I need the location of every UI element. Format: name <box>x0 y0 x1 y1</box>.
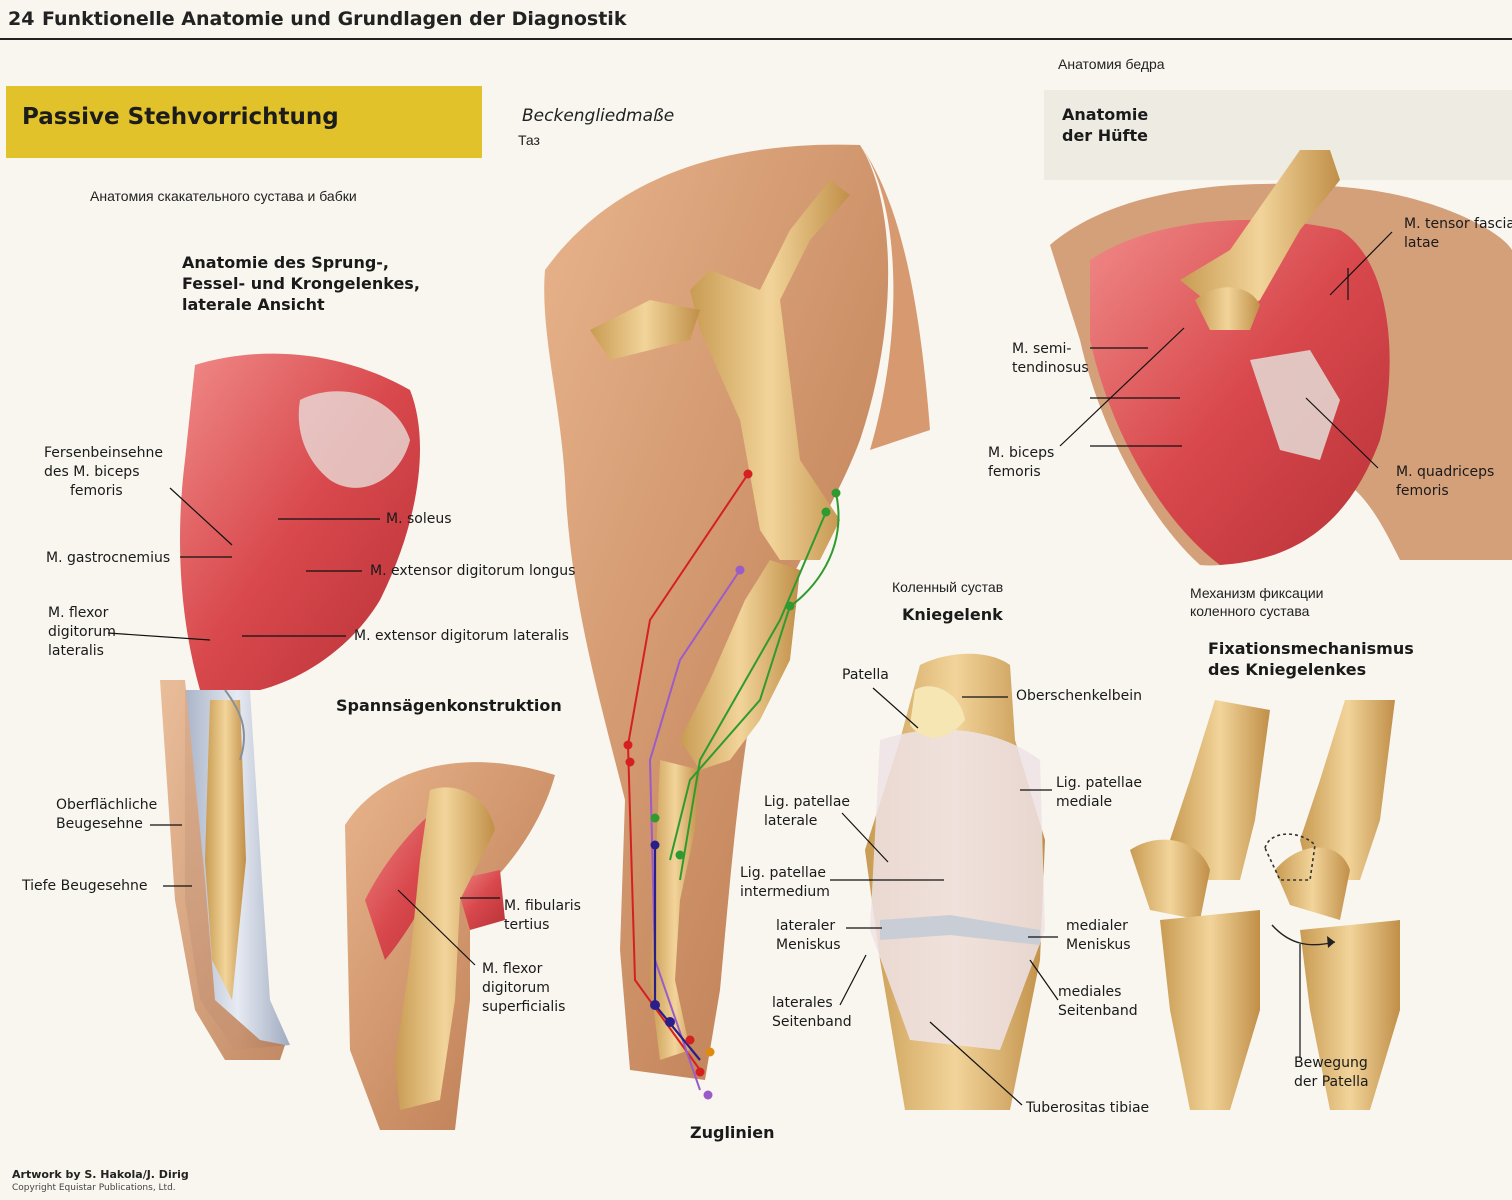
label-line: Meniskus <box>776 937 841 953</box>
label-line: femoris <box>70 483 123 499</box>
label-line: femoris <box>1396 483 1449 499</box>
knee-title: Kniegelenk <box>902 605 1003 624</box>
label-medialer-meniskus: medialer Meniskus <box>1066 917 1131 955</box>
pelvic-title: Beckengliedmaße <box>522 106 675 126</box>
hip-illustration <box>1050 150 1512 566</box>
label-m-fibularis-tertius: M. fibularis tertius <box>504 897 581 935</box>
label-oberschenkelbein: Oberschenkelbein <box>1016 688 1142 704</box>
label-lig-patellae-intermedium: Lig. patellae intermedium <box>740 864 830 902</box>
label-line: Lig. patellae <box>1056 775 1143 791</box>
label-line: femoris <box>988 464 1041 480</box>
label-m-soleus: M. soleus <box>386 511 452 527</box>
label-line: Beugesehne <box>56 816 143 832</box>
hock-title-line: laterale Ansicht <box>182 295 325 314</box>
label-lig-patellae-laterale: Lig. patellae laterale <box>764 793 850 831</box>
fix-ru-title-line: Механизм фиксации <box>1190 585 1324 601</box>
label-line: Bewegung <box>1294 1055 1368 1071</box>
label-bewegung-der-patella: Bewegung der Patella <box>1294 1054 1369 1092</box>
hock-title-line: Anatomie des Sprung-, <box>182 253 390 272</box>
label-lig-patellae-mediale: Lig. patellae mediale <box>1056 774 1142 812</box>
banner-title: Passive Stehvorrichtung <box>22 104 339 130</box>
label-m-extensor-digitorum-lateralis: M. extensor digitorum lateralis <box>354 628 569 644</box>
label-line: M. flexor <box>482 961 543 977</box>
hock-illustration <box>160 353 420 1060</box>
spann-title: Spannsägenkonstruktion <box>336 696 562 715</box>
label-line: M. semi- <box>1012 341 1072 357</box>
label-laterales-seitenband: laterales Seitenband <box>772 994 852 1032</box>
label-line: digitorum <box>48 624 116 640</box>
label-m-biceps-femoris: M. biceps femoris <box>988 444 1054 482</box>
pelvic-limb-illustration <box>544 144 930 1100</box>
page-title: Funktionelle Anatomie und Grundlagen der… <box>42 8 627 30</box>
label-line: M. tensor fasciae <box>1404 216 1512 232</box>
label-line: Oberflächliche <box>56 797 158 813</box>
label-m-semitendinosus: M. semi- tendinosus <box>1012 340 1089 378</box>
pelvic-ru-title: Таз <box>518 132 540 148</box>
fixation-illustration <box>1130 700 1400 1110</box>
hip-ru-title: Анатомия бедра <box>1058 56 1165 72</box>
label-line: Meniskus <box>1066 937 1131 953</box>
label-line: mediale <box>1056 794 1113 810</box>
section-banner: Passive Stehvorrichtung <box>6 86 482 158</box>
label-line: lateralis <box>48 643 104 659</box>
copyright-credit: Copyright Equistar Publications, Ltd. <box>12 1183 176 1193</box>
hock-ru-title: Анатомия скакательного сустава и бабки <box>90 188 357 204</box>
label-line: latae <box>1404 235 1440 251</box>
fix-title-line: des Kniegelenkes <box>1208 660 1367 679</box>
label-patella: Patella <box>842 667 889 683</box>
label-m-tensor-fasciae-latae: M. tensor fasciae latae <box>1404 215 1512 253</box>
label-tuberositas-tibiae: Tuberositas tibiae <box>1026 1100 1150 1116</box>
page-number: 24 <box>8 8 35 30</box>
label-line: medialer <box>1066 918 1128 934</box>
label-line: laterales <box>772 995 833 1011</box>
hock-title: Anatomie des Sprung-, Fessel- und Kronge… <box>182 252 420 315</box>
label-line: M. quadriceps <box>1396 464 1495 480</box>
label-m-flexor-digitorum-superficialis: M. flexor digitorum superficialis <box>482 960 565 1017</box>
fix-title-line: Fixationsmechanismus <box>1208 639 1414 658</box>
header-rule <box>0 38 1512 40</box>
label-m-flexor-digitorum-lateralis: M. flexor digitorum lateralis <box>48 604 116 661</box>
hip-title-box <box>1044 90 1512 180</box>
fix-title: Fixationsmechanismus des Kniegelenkes <box>1208 638 1414 680</box>
label-line: M. fibularis <box>504 898 581 914</box>
knee-ru-title: Коленный сустав <box>892 579 1004 595</box>
label-line: Fersenbeinsehne <box>44 445 163 461</box>
hip-title-line: der Hüfte <box>1062 126 1149 145</box>
label-line: des M. biceps <box>44 464 140 480</box>
label-line: M. flexor <box>48 605 109 621</box>
label-tiefe-beugesehne: Tiefe Beugesehne <box>22 878 148 894</box>
label-line: Seitenband <box>1058 1003 1138 1019</box>
label-line: mediales <box>1058 984 1122 1000</box>
label-oberflaechliche-beugesehne: Oberflächliche Beugesehne <box>56 796 157 834</box>
label-line: Lig. patellae <box>764 794 851 810</box>
label-line: digitorum <box>482 980 550 996</box>
knee-illustration <box>865 653 1045 1110</box>
fix-ru-title: Механизм фиксации коленного сустава <box>1190 584 1323 620</box>
label-line: lateraler <box>776 918 836 934</box>
fix-ru-title-line: коленного сустава <box>1190 603 1310 619</box>
label-line: der Patella <box>1294 1074 1369 1090</box>
label-fersenbeinsehne: Fersenbeinsehne des M. biceps femoris <box>44 444 163 501</box>
label-line: Lig. patellae <box>740 865 827 881</box>
label-line: tertius <box>504 917 550 933</box>
label-m-extensor-digitorum-longus: M. extensor digitorum longus <box>370 563 576 579</box>
label-line: M. biceps <box>988 445 1055 461</box>
leader-lines <box>107 231 1393 1106</box>
spann-illustration <box>345 762 555 1130</box>
artwork-credit: Artwork by S. Hakola/J. Dirig <box>12 1168 189 1181</box>
hip-title: Anatomie der Hüfte <box>1062 104 1148 146</box>
label-line: laterale <box>764 813 818 829</box>
label-line: intermedium <box>740 884 830 900</box>
label-line: Seitenband <box>772 1014 852 1030</box>
label-line: superficialis <box>482 999 566 1015</box>
label-mediales-seitenband: mediales Seitenband <box>1058 983 1138 1021</box>
hip-title-line: Anatomie <box>1062 105 1149 124</box>
label-lateraler-meniskus: lateraler Meniskus <box>776 917 841 955</box>
label-m-gastrocnemius: M. gastrocnemius <box>46 550 171 566</box>
hock-title-line: Fessel- und Krongelenkes, <box>182 274 420 293</box>
zuglinien-caption: Zuglinien <box>690 1123 775 1142</box>
label-line: tendinosus <box>1012 360 1089 376</box>
label-m-quadriceps-femoris: M. quadriceps femoris <box>1396 463 1494 501</box>
